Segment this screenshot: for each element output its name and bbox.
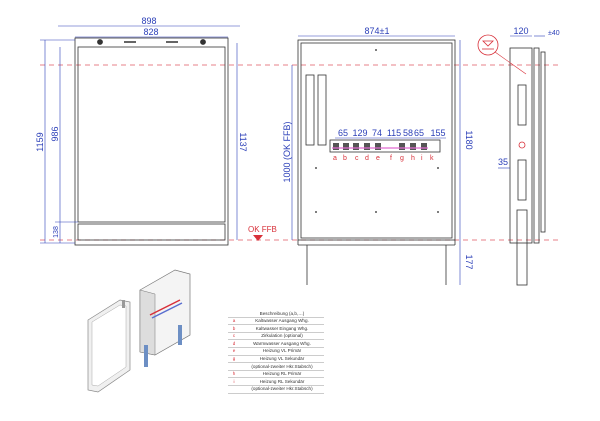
legend-key: b	[228, 324, 240, 333]
legend-key	[228, 385, 240, 394]
spacing-label: 74	[372, 128, 382, 138]
dim-middle-floor-height: 1000 (OK FFB)	[282, 121, 292, 182]
front-dimension-lines	[40, 25, 240, 244]
floor-label: OK FFB	[248, 225, 277, 234]
dim-front-height-bottom: 138	[53, 226, 60, 238]
legend-row: (optional-zweiter Hkr.Stabsch)	[228, 385, 324, 394]
connection-letter: f	[390, 155, 392, 162]
legend-key: h	[228, 370, 240, 379]
legend-header: Beschreibung (a,b,…)	[240, 310, 324, 318]
legend-text: Heizung RL Sekundär	[240, 377, 324, 386]
front-view	[74, 37, 229, 246]
dim-front-width-inner: 828	[143, 27, 158, 37]
side-dimension-lines	[498, 35, 545, 169]
legend-text: Kaltwasser Ausgang Whg.	[240, 317, 324, 326]
connection-letter: k	[430, 155, 434, 162]
legend-key: g	[228, 355, 240, 364]
middle-view	[297, 39, 456, 285]
spacing-label: 129	[352, 128, 367, 138]
connection-letter: h	[411, 155, 415, 162]
dim-side-tolerance: ±40	[548, 30, 560, 37]
side-view	[509, 47, 546, 286]
legend-text: Heizung VL Primär	[240, 347, 324, 356]
connection-letter: g	[400, 155, 404, 162]
legend-key	[228, 362, 240, 371]
level-symbol-icon	[477, 34, 527, 75]
spacing-label: 115	[387, 128, 401, 138]
connection-letter: d	[365, 155, 369, 162]
legend-key: c	[228, 332, 240, 341]
dim-side-depth: 120	[513, 26, 528, 36]
dim-leg-height: 177	[464, 254, 474, 269]
legend-text: (optional-zweiter Hkr.Stabsch)	[240, 385, 324, 394]
isometric-open-cabinet	[139, 269, 191, 367]
dim-middle-height-total: 1180	[464, 130, 474, 149]
legend-text: Heizung VL Sekundär	[240, 355, 324, 364]
legend-text: Zirkulation (optional)	[240, 332, 324, 341]
legend-text: Heizung RL Primär	[240, 370, 324, 379]
legend-key: d	[228, 339, 240, 348]
legend-text: Kaltwasser Eingang Whg.	[240, 324, 324, 333]
legend-text: Warmwasser Ausgang Whg.	[240, 339, 324, 348]
connection-letter: i	[421, 155, 423, 162]
legend-key: i	[228, 377, 240, 386]
spacing-label: 155	[430, 128, 445, 138]
dim-front-height-total: 1159	[35, 132, 45, 151]
legend-key: e	[228, 347, 240, 356]
dim-front-width-outer: 898	[141, 16, 156, 26]
legend-row: (optional-zweiter Hkr.Stabsch)	[228, 362, 324, 371]
spacing-label: 65	[414, 128, 424, 138]
spacing-label: 58	[403, 128, 413, 138]
legend-key: a	[228, 317, 240, 326]
legend-text: (optional-zweiter Hkr.Stabsch)	[240, 362, 324, 371]
connection-letter: c	[355, 155, 359, 162]
floor-marker-icon	[253, 235, 263, 241]
connection-letter: b	[343, 155, 347, 162]
isometric-closed-cabinet	[87, 299, 131, 393]
dim-front-height-door: 986	[50, 126, 60, 141]
middle-dimension-lines	[291, 35, 461, 285]
spacing-label: 65	[338, 128, 348, 138]
connection-letters: a b c d e f g h i k	[333, 155, 434, 162]
connection-letter: a	[333, 155, 337, 162]
spacing-dimensions: 65 129 74 115 58 65 155	[338, 128, 446, 138]
connection-letter: e	[376, 155, 380, 162]
dim-front-height-right: 1137	[238, 132, 248, 151]
legend-header-row: Beschreibung (a,b,…)	[228, 310, 324, 318]
dim-side-offset: 35	[498, 157, 508, 167]
dim-middle-width: 874±1	[365, 26, 390, 36]
